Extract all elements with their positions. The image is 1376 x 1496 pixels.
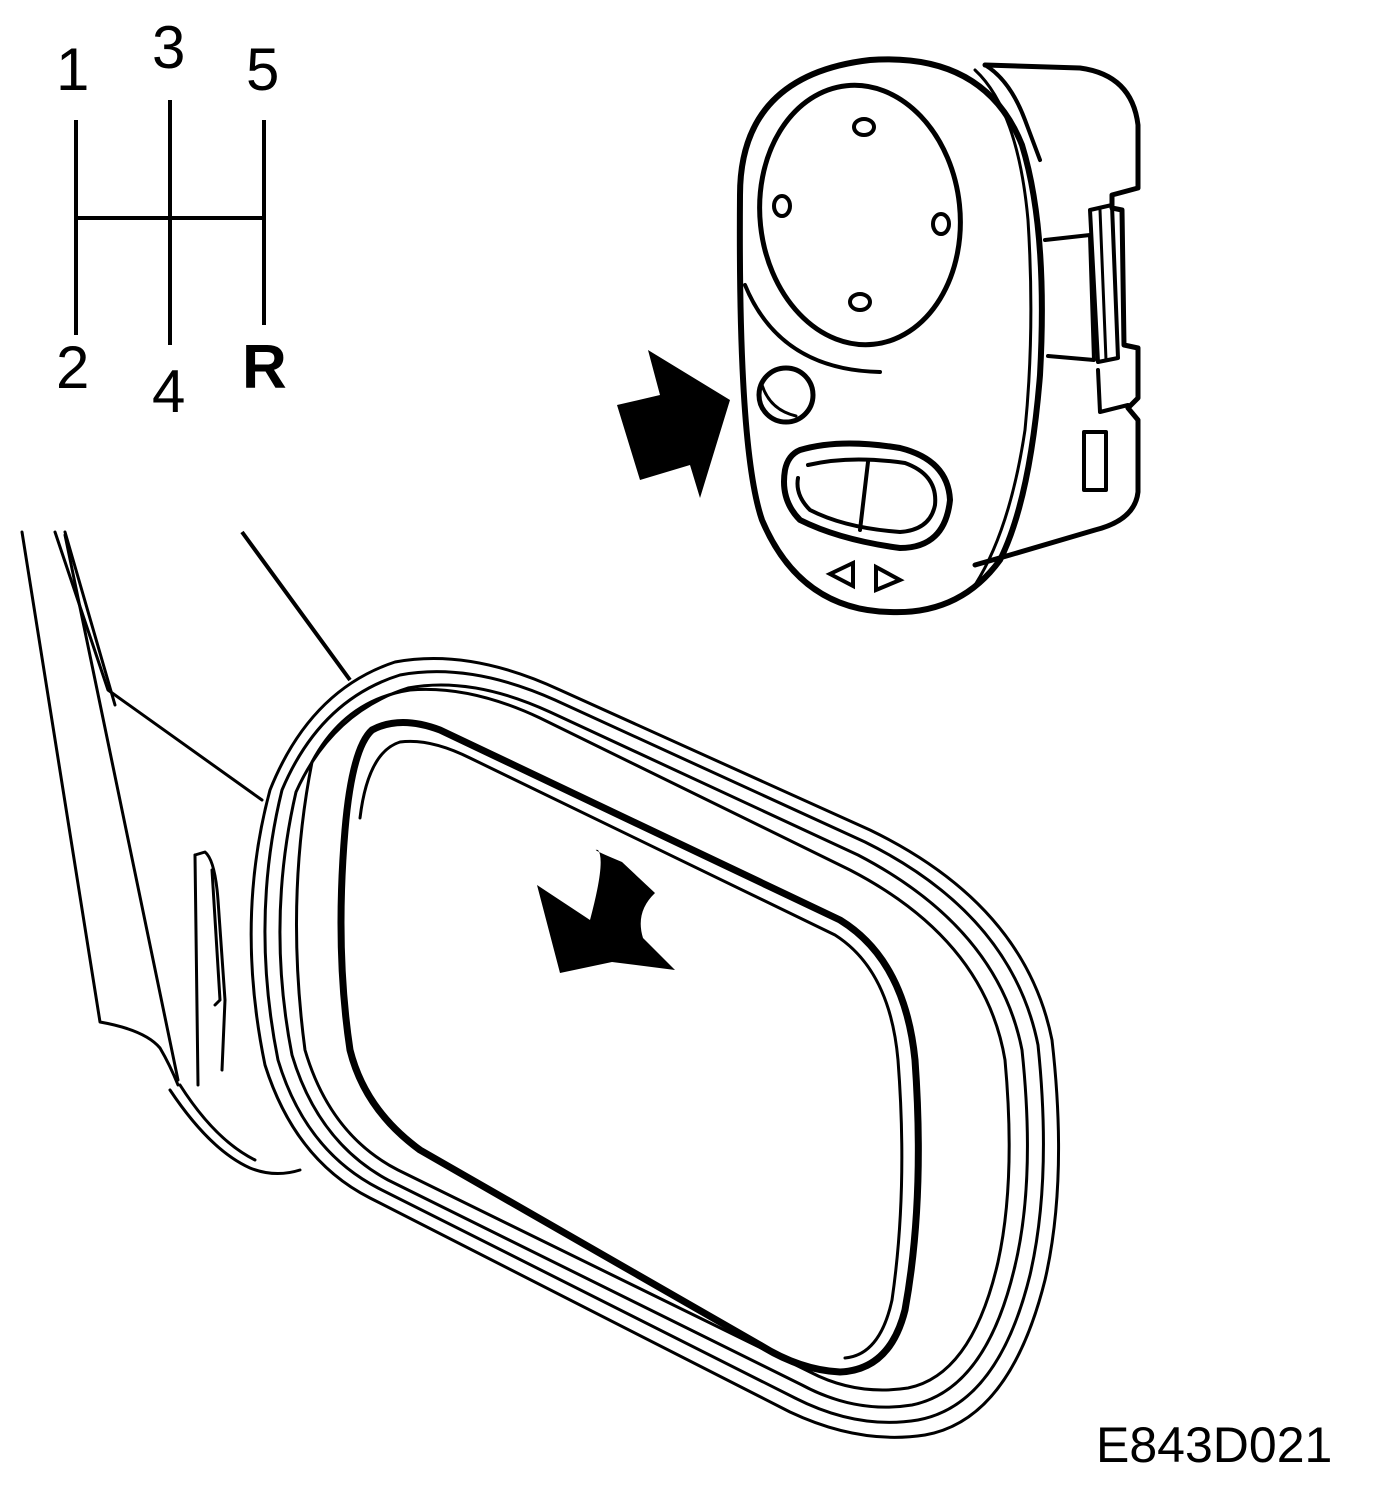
housing-slot xyxy=(1082,430,1108,492)
gear-label-4: 4 xyxy=(152,358,185,425)
mirror-glass-inner-edge xyxy=(358,739,904,1360)
door-frame-inner-b xyxy=(63,530,117,707)
right-triangle-icon xyxy=(874,563,905,593)
selector-rocker-inner xyxy=(795,457,938,534)
door-frame-inner-c xyxy=(63,533,180,1082)
mirror-switch-assembly xyxy=(736,56,1141,616)
knob-dot-right xyxy=(931,212,951,236)
gear-label-3: 3 xyxy=(152,14,185,81)
connector-clip xyxy=(1096,368,1130,414)
mirror-mount-base xyxy=(168,1088,302,1175)
mirror-housing-ring-2 xyxy=(263,670,1045,1424)
connector-strip xyxy=(1088,203,1120,364)
figure-code-label: E843D021 xyxy=(1096,1417,1332,1473)
connector-strip-line xyxy=(1098,208,1108,362)
small-round-button xyxy=(756,365,816,425)
adjustment-knob-bezel xyxy=(743,283,882,374)
switch-housing-top-edge xyxy=(983,63,1042,162)
knob-dot-top xyxy=(852,117,876,137)
mirror-mount-bracket xyxy=(193,850,227,1072)
switch-housing-body xyxy=(972,62,1141,568)
mirror-housing-outer xyxy=(249,657,1061,1439)
mirror-mount-bracket-inner xyxy=(193,853,200,1087)
mirror-glass-frame xyxy=(337,719,922,1376)
switch-face-inner-rim xyxy=(973,68,1033,587)
knob-dot-left xyxy=(772,194,792,218)
selector-rocker-divider xyxy=(858,460,870,532)
mirror-housing-ring-4 xyxy=(295,687,1011,1392)
leader-line xyxy=(240,530,352,682)
gear-label-2: 2 xyxy=(56,334,89,401)
mirror-housing-ring-3 xyxy=(278,683,1029,1409)
selector-rocker-outer xyxy=(781,440,953,551)
door-frame-inner-a xyxy=(53,530,264,802)
connector-tab xyxy=(1043,233,1096,362)
door-mirror xyxy=(20,530,1061,1439)
gear-label-5: 5 xyxy=(246,36,279,103)
adjustment-knob xyxy=(757,82,963,348)
knob-dot-bottom xyxy=(848,292,872,312)
mirror-mount-tab xyxy=(210,868,222,1007)
small-round-button-edge xyxy=(760,383,798,418)
gear-shift-pattern xyxy=(74,100,266,345)
push-arrow-icon xyxy=(617,350,730,498)
rotate-arrow-icon xyxy=(537,849,675,973)
door-frame-outer xyxy=(20,530,180,1087)
gear-label-reverse: R xyxy=(242,333,287,402)
switch-face-plate xyxy=(736,56,1045,616)
mirror-mount-base-inner xyxy=(178,1083,257,1162)
left-triangle-icon xyxy=(825,559,855,590)
gear-label-1: 1 xyxy=(56,36,89,103)
